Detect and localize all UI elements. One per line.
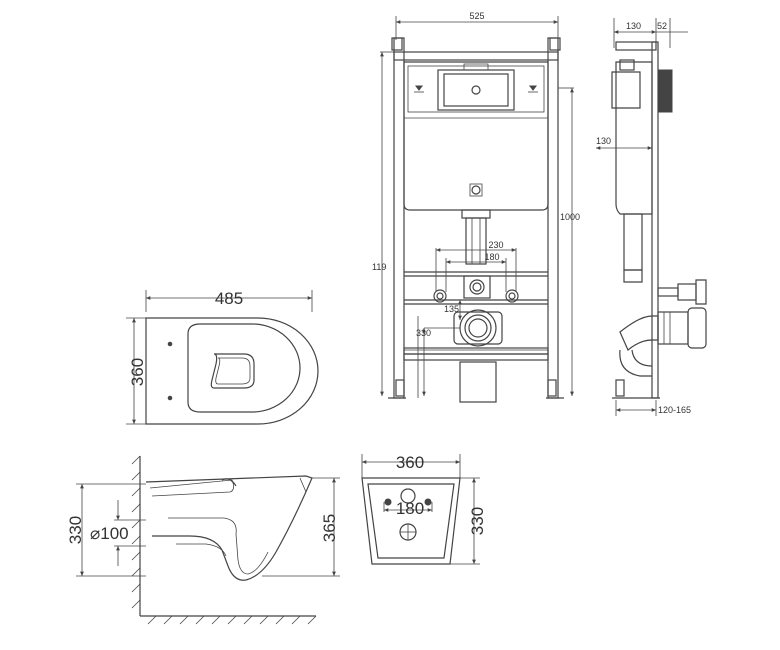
frame-total-height-label: 1000: [560, 212, 580, 222]
spacing-135-label: 135: [444, 304, 459, 314]
bowl-width-label: 360: [128, 358, 147, 386]
side-depth-130-mid-label: 130: [596, 136, 611, 146]
bowl-side-view: 330 ⌀100 365: [66, 455, 340, 625]
height-330-label: 330: [416, 328, 431, 338]
frame-width-label: 525: [469, 11, 484, 21]
bowl-rear-view: 360 180 330: [361, 453, 487, 565]
side-height-330-label: 330: [66, 516, 85, 544]
spacing-230-label: 230: [488, 240, 503, 250]
rear-spacing-label: 180: [396, 499, 424, 518]
side-depth-130-label: 130: [626, 21, 641, 31]
side-range-label: 120-165: [658, 405, 691, 415]
spacing-180-label: 180: [484, 252, 499, 262]
rear-height-label: 330: [468, 507, 487, 535]
bowl-top-view: 485 360: [126, 289, 319, 425]
frame-side-height-label: 119: [372, 262, 386, 272]
frame-front-view: 525: [372, 11, 580, 403]
rear-width-label: 360: [396, 453, 424, 472]
bowl-length-label: 485: [215, 289, 243, 308]
side-height-365-label: 365: [320, 514, 339, 542]
side-depth-52-label: 52: [657, 21, 667, 31]
frame-side-view: 130 52 130: [596, 18, 707, 416]
outlet-diameter-label: ⌀100: [90, 524, 129, 543]
